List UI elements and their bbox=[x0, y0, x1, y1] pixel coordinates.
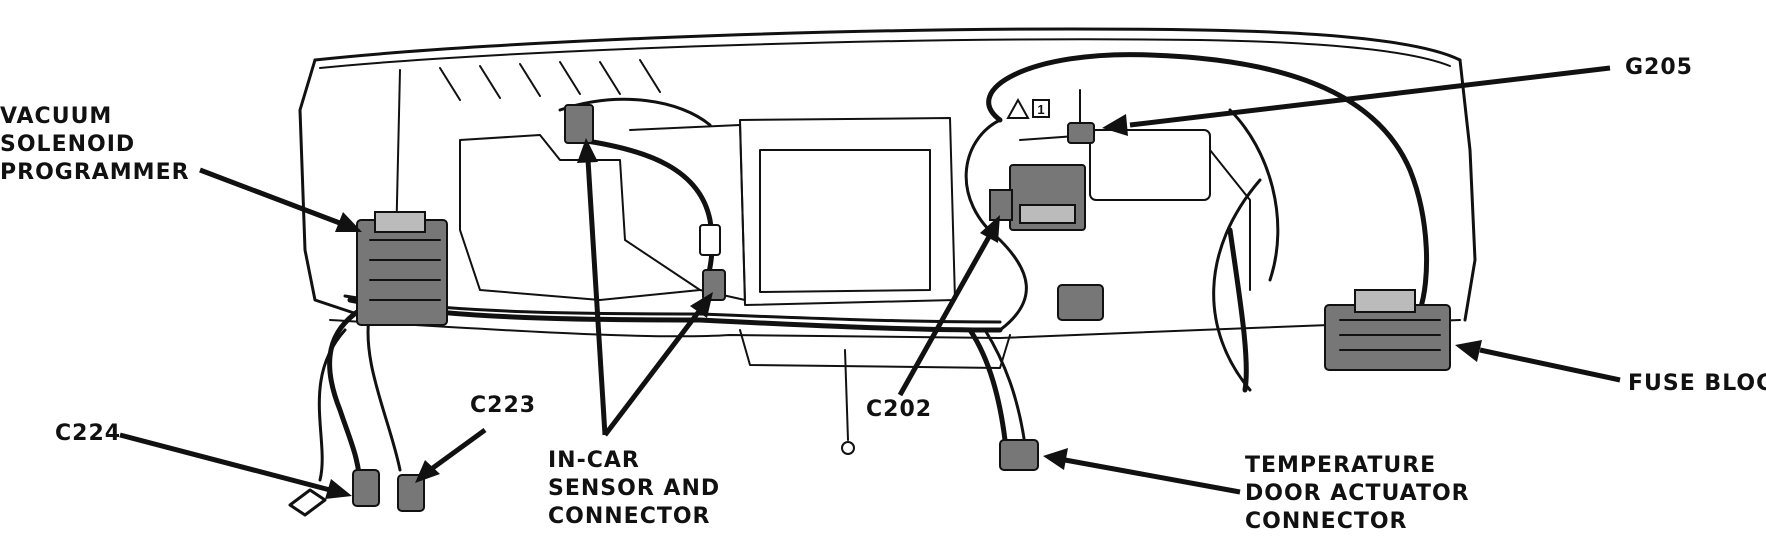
label-line: SOLENOID bbox=[0, 132, 136, 157]
label-c223: C223 bbox=[470, 393, 537, 418]
c224-connector bbox=[288, 469, 380, 517]
label-line: CONNECTOR bbox=[1245, 509, 1408, 534]
label-line: SENSOR AND bbox=[548, 476, 721, 501]
temperature-door-actuator-connector-component bbox=[999, 439, 1039, 471]
c202-connector-block bbox=[989, 164, 1104, 321]
label-line: PROGRAMMER bbox=[0, 160, 190, 185]
fuse-block-component bbox=[1324, 289, 1451, 371]
in-car-sensor-component bbox=[564, 104, 726, 301]
label-temperature-door-actuator-connector: TEMPERATURE DOOR ACTUATOR CONNECTOR bbox=[1245, 452, 1470, 536]
warning-number: 1 bbox=[1037, 102, 1044, 117]
label-vacuum-solenoid-programmer: VACUUM SOLENOID PROGRAMMER bbox=[0, 103, 190, 187]
label-g205: G205 bbox=[1625, 55, 1693, 80]
warning-symbol: 1 bbox=[1006, 97, 1050, 119]
main-harness bbox=[317, 52, 1430, 493]
label-line: IN-CAR bbox=[548, 448, 640, 473]
label-c202: C202 bbox=[866, 397, 933, 422]
label-fuse-block: FUSE BLOCK bbox=[1628, 371, 1766, 396]
label-c224: C224 bbox=[55, 421, 122, 446]
vacuum-solenoid-programmer-component bbox=[356, 211, 448, 326]
hvac-module bbox=[459, 117, 1251, 306]
g205-ground bbox=[1067, 89, 1095, 144]
label-line: CONNECTOR bbox=[548, 504, 711, 529]
label-line: TEMPERATURE bbox=[1245, 453, 1437, 478]
c223-connector bbox=[397, 474, 425, 512]
callout-arrows bbox=[119, 65, 1621, 499]
label-in-car-sensor-and-connector: IN-CAR SENSOR AND CONNECTOR bbox=[548, 447, 720, 531]
label-line: DOOR ACTUATOR bbox=[1245, 481, 1470, 506]
label-line: VACUUM bbox=[0, 104, 113, 129]
